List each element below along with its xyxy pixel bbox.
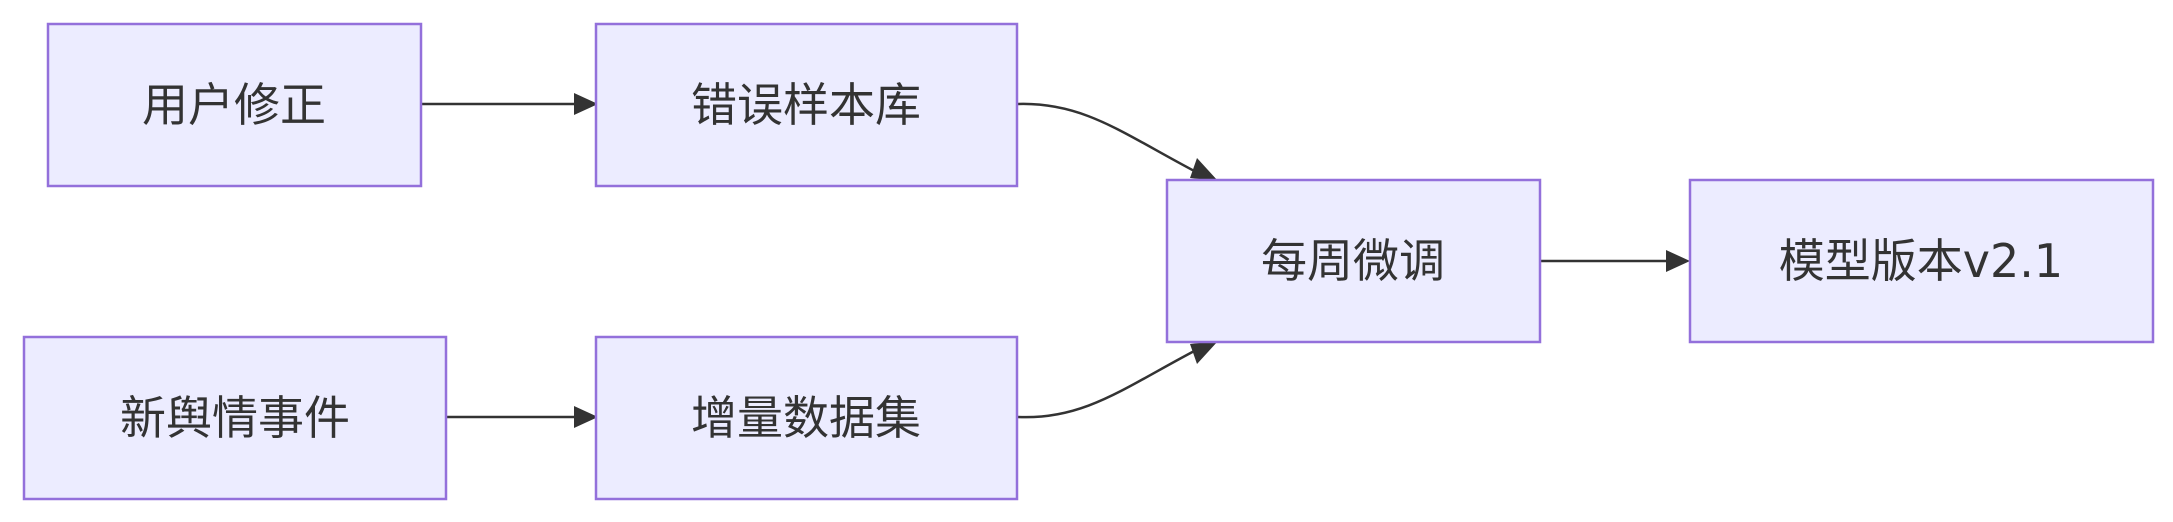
node-new-sentiment-event: 新舆情事件 (22, 335, 448, 501)
node-user-correction: 用户修正 (46, 22, 423, 188)
node-incremental-dataset: 增量数据集 (594, 335, 1019, 501)
edge-incremental-dataset-to-weekly-finetune (1017, 346, 1201, 419)
arrow-head (574, 406, 598, 428)
node-weekly-finetune: 每周微调 (1165, 178, 1542, 344)
arrow-head (1666, 250, 1690, 272)
node-label: 新舆情事件 (120, 391, 350, 445)
edge-error-sample-library-to-weekly-finetune (1017, 102, 1201, 176)
node-label: 模型版本v2.1 (1779, 234, 2063, 288)
arrow-head (1190, 341, 1218, 364)
node-error-sample-library: 错误样本库 (594, 22, 1019, 188)
arrow-head (1190, 158, 1218, 181)
node-model-version: 模型版本v2.1 (1688, 178, 2155, 344)
node-label: 用户修正 (142, 78, 326, 132)
arrow-head (574, 93, 598, 115)
edges (421, 93, 1690, 428)
node-label: 每周微调 (1261, 234, 1445, 288)
node-label: 增量数据集 (691, 391, 921, 445)
node-label: 错误样本库 (691, 78, 921, 132)
